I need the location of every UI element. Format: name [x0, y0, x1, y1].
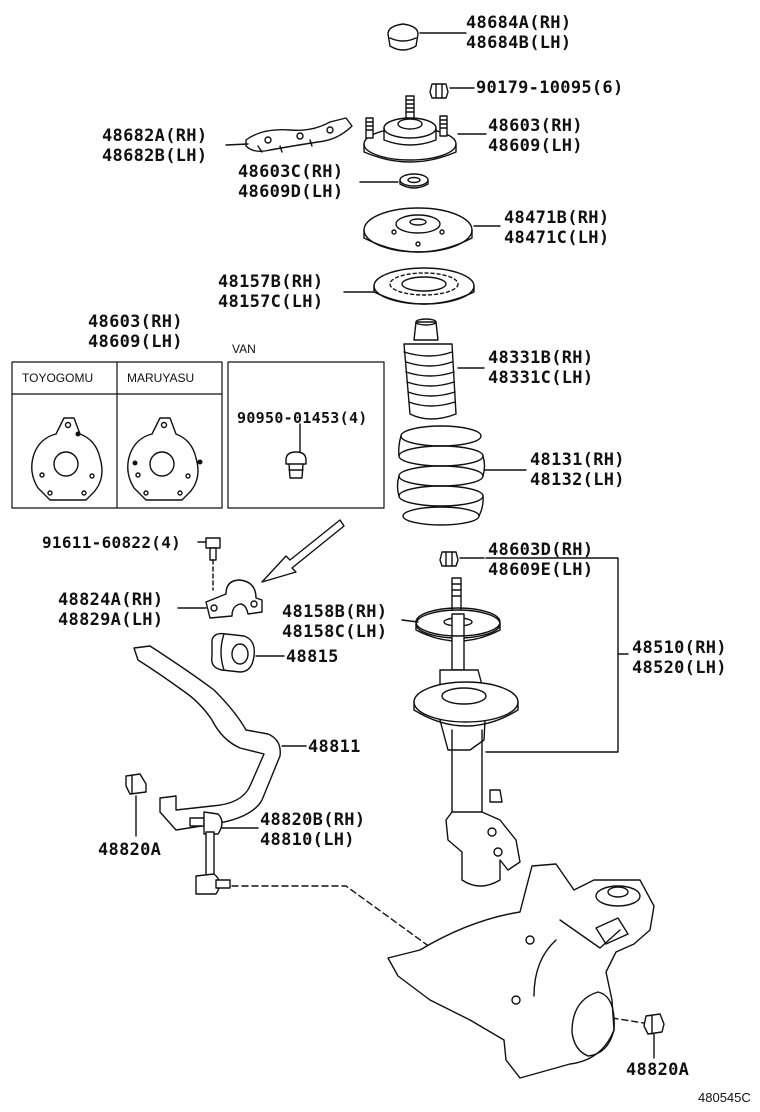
stabilizer-bar-48811-part[interactable]: [133, 645, 281, 831]
plug-90950-part[interactable]: [285, 451, 307, 479]
arrow-indicator-icon: [261, 519, 345, 583]
label-48815: 48815: [286, 647, 339, 667]
bracket-48682-part[interactable]: [245, 117, 353, 153]
stabilizer-link-48820b-part[interactable]: [189, 811, 231, 895]
label-48471: 48471B(RH)48471C(LH): [504, 208, 610, 248]
label-48158: 48158B(RH)48158C(LH): [282, 602, 388, 642]
bearing-48471-part[interactable]: [363, 207, 473, 253]
nut-90179-part[interactable]: [429, 83, 449, 99]
stabilizer-bracket-48824a-part[interactable]: [205, 579, 263, 619]
strut-cap-part[interactable]: [387, 23, 419, 51]
label-48510: 48510(RH)48520(LH): [632, 638, 727, 678]
nut-48820a-left-part[interactable]: [125, 773, 147, 795]
label-48682: 48682A(RH)48682B(LH): [102, 126, 208, 166]
label-48331: 48331B(RH)48331C(LH): [488, 348, 594, 388]
inset-header-van: VAN: [232, 342, 256, 356]
label-48603c: 48603C(RH)48609D(LH): [238, 162, 344, 202]
nut-48820a-right-part[interactable]: [643, 1013, 665, 1035]
coil-spring-48131-part[interactable]: [396, 425, 486, 526]
label-48603d: 48603D(RH)48609E(LH): [488, 540, 594, 580]
dust-boot-48331-part[interactable]: [403, 318, 457, 420]
label-48820b: 48820B(RH)48810(LH): [260, 810, 366, 850]
bolt-91611-part[interactable]: [205, 537, 221, 561]
support-plate-toyogomu-part[interactable]: [31, 417, 103, 501]
inset-header-maruyasu: MARUYASU: [127, 371, 195, 385]
label-48684: 48684A(RH)48684B(LH): [466, 13, 572, 53]
stabilizer-bushing-48815-part[interactable]: [211, 632, 255, 673]
label-48131: 48131(RH)48132(LH): [530, 450, 625, 490]
label-48811: 48811: [308, 737, 361, 757]
steering-knuckle-part[interactable]: [387, 863, 655, 1079]
label-90179: 90179-10095(6): [476, 78, 624, 98]
label-48157: 48157B(RH)48157C(LH): [218, 272, 324, 312]
nut-48603d-part[interactable]: [439, 551, 459, 567]
strut-support-48603-part[interactable]: [363, 95, 457, 163]
label-48820a-left: 48820A: [98, 840, 162, 860]
label-48824a: 48824A(RH)48829A(LH): [58, 590, 164, 630]
label-91611: 91611-60822(4): [42, 533, 182, 552]
washer-48603c-part[interactable]: [399, 173, 429, 189]
inset-header-toyogomu: TOYOGOMU: [22, 371, 94, 385]
label-90950: 90950-01453(4): [237, 409, 368, 427]
diagram-reference-id: 480545C: [698, 1090, 751, 1105]
support-plate-maruyasu-part[interactable]: [127, 417, 203, 501]
label-48820a-right: 48820A: [626, 1060, 690, 1080]
insulator-48157-part[interactable]: [373, 267, 475, 305]
label-48603: 48603(RH)48609(LH): [488, 116, 583, 156]
label-48603-inset: 48603(RH)48609(LH): [88, 312, 183, 352]
strut-48510-part[interactable]: [413, 577, 521, 887]
